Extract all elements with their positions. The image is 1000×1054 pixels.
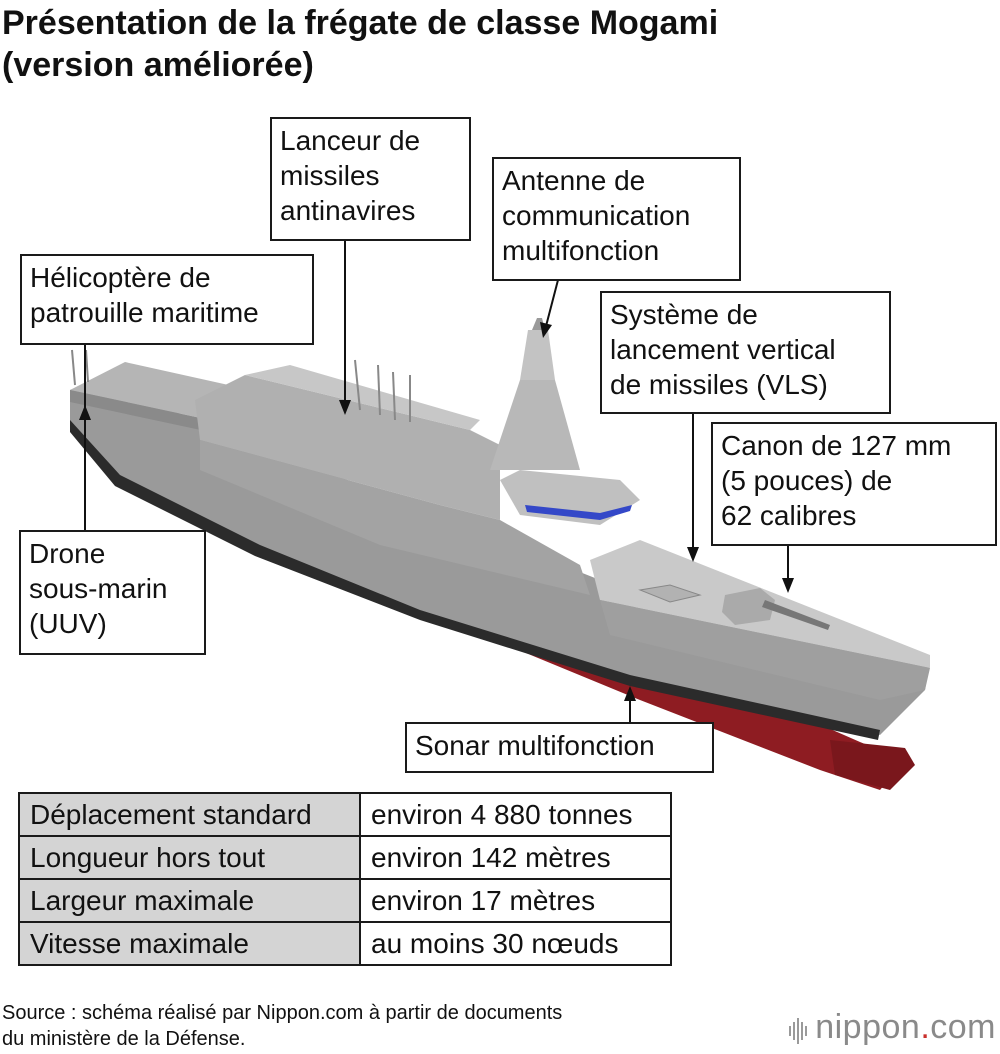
logo-bars-icon xyxy=(789,1010,809,1049)
spec-value: environ 4 880 tonnes xyxy=(359,792,672,837)
source-note: Source : schéma réalisé par Nippon.com à… xyxy=(2,1000,562,1052)
callout-sonar: Sonar multifonction xyxy=(405,722,714,773)
source-line-2: du ministère de la Défense. xyxy=(2,1028,246,1050)
forward-deck-side xyxy=(600,600,930,700)
callout-launcher-line-1: Lanceur de xyxy=(280,125,421,156)
table-row: Largeur maximale environ 17 mètres xyxy=(18,878,672,923)
hangar-top xyxy=(245,365,480,430)
callout-antenna-line-3: multifonction xyxy=(502,235,660,266)
callout-gun-line-3: 62 calibres xyxy=(721,500,857,531)
callout-vls: Système de lancement vertical de missile… xyxy=(600,291,891,414)
spec-value: environ 142 mètres xyxy=(359,835,672,880)
spec-label: Longueur hors tout xyxy=(18,835,361,880)
nippon-logo: nippon.com xyxy=(789,1008,996,1049)
page-title: Présentation de la frégate de classe Mog… xyxy=(2,2,902,86)
callout-antenna: Antenne de communication multifonction xyxy=(492,157,741,281)
table-row: Longueur hors tout environ 142 mètres xyxy=(18,835,672,880)
table-row: Vitesse maximale au moins 30 nœuds xyxy=(18,921,672,966)
callout-antenna-line-1: Antenne de xyxy=(502,165,646,196)
bridge-windows xyxy=(525,505,632,520)
spec-label: Vitesse maximale xyxy=(18,921,361,966)
whip-antennas xyxy=(71,349,411,422)
spec-value: environ 17 mètres xyxy=(359,878,672,923)
callout-uuv-line-3: (UUV) xyxy=(29,608,107,639)
callout-helicopter: Hélicoptère de patrouille maritime xyxy=(20,254,314,345)
callout-uuv-line-1: Drone xyxy=(29,538,106,569)
frigate-illustration xyxy=(70,240,930,790)
callout-vls-line-1: Système de xyxy=(610,299,758,330)
callout-gun-line-2: (5 pouces) de xyxy=(721,465,893,496)
arrow-heads xyxy=(79,322,794,701)
hangar-block xyxy=(195,375,500,520)
callout-gun: Canon de 127 mm (5 pouces) de 62 calibre… xyxy=(711,422,997,546)
source-line-1: Source : schéma réalisé par Nippon.com à… xyxy=(2,1002,563,1024)
spec-value: au moins 30 nœuds xyxy=(359,921,672,966)
mast-upper xyxy=(520,330,555,380)
spec-label: Largeur maximale xyxy=(18,878,361,923)
callout-launcher-line-2: missiles xyxy=(280,160,380,191)
callout-vls-line-3: de missiles (VLS) xyxy=(610,369,828,400)
logo-dot: . xyxy=(920,1008,931,1046)
callout-gun-line-1: Canon de 127 mm xyxy=(721,430,952,461)
bridge-block xyxy=(500,470,640,525)
hangar-front xyxy=(200,440,590,595)
vls-hatch xyxy=(638,584,702,603)
main-gun-barrel xyxy=(762,600,830,630)
callout-sonar-line-1: Sonar multifonction xyxy=(415,730,655,761)
callout-helicopter-line-1: Hélicoptère de xyxy=(30,262,211,293)
bulbous-bow xyxy=(830,740,915,790)
table-row: Déplacement standard environ 4 880 tonne… xyxy=(18,792,672,837)
spec-label: Déplacement standard xyxy=(18,792,361,837)
title-line-2: (version améliorée) xyxy=(2,46,314,84)
callout-launcher: Lanceur de missiles antinavires xyxy=(270,117,471,241)
flight-deck-edge xyxy=(70,390,210,432)
callout-launcher-line-3: antinavires xyxy=(280,195,416,226)
logo-name: nippon xyxy=(815,1008,921,1046)
callout-antenna-line-2: communication xyxy=(502,200,691,231)
logo-suffix: com xyxy=(930,1008,996,1046)
callout-uuv: Drone sous-marin (UUV) xyxy=(19,530,206,655)
callout-uuv-line-2: sous-marin xyxy=(29,573,168,604)
callout-helicopter-line-2: patrouille maritime xyxy=(30,297,259,328)
title-line-1: Présentation de la frégate de classe Mog… xyxy=(2,4,719,42)
specs-table: Déplacement standard environ 4 880 tonne… xyxy=(18,792,672,966)
callout-vls-line-2: lancement vertical xyxy=(610,334,836,365)
leader-lines xyxy=(84,240,789,722)
main-gun-turret xyxy=(722,588,775,625)
mast-base xyxy=(490,380,580,470)
